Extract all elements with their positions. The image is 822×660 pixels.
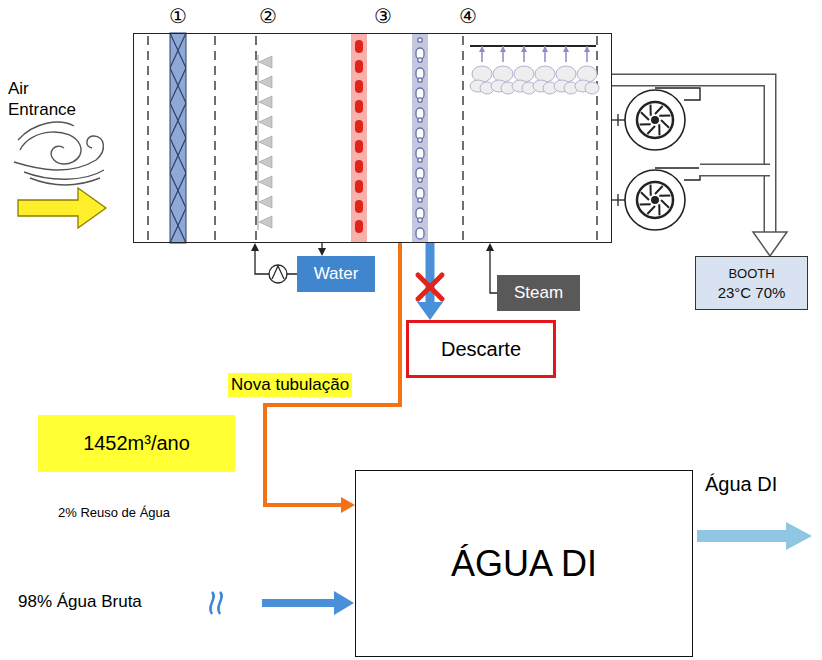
box-text: Steam (514, 283, 563, 303)
box-text: BOOTH (728, 266, 774, 281)
duct-branch (700, 164, 770, 177)
box-text: Water (314, 264, 359, 284)
supply-duct (612, 80, 770, 233)
air-swirl (14, 122, 104, 185)
raw-water-arrowhead (334, 591, 354, 615)
air-handling-unit: ①②③④ (133, 33, 612, 243)
heating-coil (351, 33, 367, 243)
inlet-label: 98% Água Bruta (18, 591, 142, 612)
arrowhead (251, 243, 259, 251)
fan-symbols (625, 88, 700, 230)
steam-line (490, 250, 497, 293)
fan-links (612, 114, 627, 206)
callout-number: ① (169, 4, 187, 28)
section-dividers (148, 36, 597, 240)
cancel-mark (418, 275, 442, 299)
water-tank: Water (297, 256, 375, 292)
edge-label: Nova tubulação (228, 373, 352, 397)
box-text: Descarte (441, 338, 521, 361)
callout-number: ④ (459, 4, 477, 28)
spray-header (257, 55, 259, 230)
discharge-box: Descarte (406, 320, 556, 378)
water-waves (210, 592, 221, 614)
di-water-arrow (697, 530, 790, 542)
arrowhead (753, 232, 787, 256)
heating-coil-tubes (355, 40, 363, 233)
cooling-coil-tubes (416, 38, 424, 239)
duct-branch-inner (699, 165, 771, 175)
box-text: ÁGUA DI (451, 543, 597, 585)
booth-box: BOOTH 23°C 70% (695, 256, 808, 310)
callout-number: ③ (374, 4, 392, 28)
arrowhead (417, 302, 443, 320)
outlet-label: Água DI (705, 472, 777, 497)
di-water-unit: ÁGUA DI (355, 470, 693, 657)
steam-supply: Steam (497, 275, 580, 311)
box-text: 1452m³/ano (83, 432, 190, 455)
spray-nozzles (259, 56, 272, 228)
callout-number: ② (259, 4, 277, 28)
arrowhead (486, 243, 494, 251)
note-text: 2% Reuso de Água (58, 505, 170, 521)
cooling-coil (412, 33, 428, 243)
steam-nozzles (470, 46, 599, 94)
air-inlet-arrow (18, 188, 106, 228)
discharge-arrow (430, 243, 431, 303)
volume-highlight: 1452m³/ano (38, 415, 235, 472)
arrowhead (341, 497, 355, 513)
raw-water-arrow (262, 599, 338, 607)
inlet-label: Air Entrance (8, 78, 98, 121)
di-water-arrowhead (786, 522, 812, 550)
box-text: 23°C 70% (718, 284, 786, 301)
arrowhead (318, 248, 326, 256)
steam-header (470, 45, 596, 47)
filter (170, 33, 186, 243)
pump-symbol (269, 265, 287, 283)
